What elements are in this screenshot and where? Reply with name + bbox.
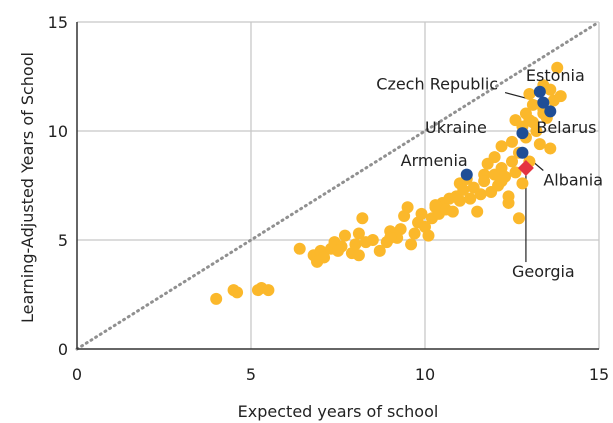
highlight-point [537, 96, 550, 109]
reference-line [75, 20, 601, 351]
data-point [506, 155, 518, 168]
data-point [210, 292, 223, 305]
y-axis-title: Learning-Adjusted Years of School [18, 52, 37, 323]
data-point [338, 229, 351, 242]
annotation-label: Armenia [401, 151, 468, 170]
data-point [262, 284, 275, 297]
data-point [544, 83, 557, 96]
annotation-label: Belarus [536, 118, 596, 137]
highlight-point [516, 146, 529, 159]
data-point [408, 227, 421, 240]
data-point [415, 207, 428, 220]
data-point [516, 177, 529, 190]
axes [76, 22, 599, 350]
data-point [471, 205, 484, 218]
data-points [210, 61, 567, 305]
data-point [551, 61, 564, 74]
x-tick-label: 0 [72, 365, 82, 384]
y-tick-label: 15 [48, 13, 68, 32]
annotation-label: Ukraine [425, 118, 487, 137]
data-point [495, 175, 508, 188]
data-point [526, 98, 539, 111]
data-point [422, 229, 435, 242]
grid-lines [77, 21, 600, 349]
data-point [373, 244, 386, 257]
data-point [502, 190, 515, 203]
data-point [394, 223, 407, 236]
data-point [405, 238, 418, 251]
data-point [509, 166, 522, 179]
highlight-point [460, 168, 473, 181]
data-point [352, 249, 365, 262]
data-point [554, 90, 567, 103]
annotation-label: Georgia [512, 262, 575, 281]
data-point [429, 199, 442, 212]
data-point [366, 234, 379, 246]
x-tick-label: 5 [246, 365, 256, 384]
data-point [311, 255, 324, 268]
y-tick-label: 0 [58, 340, 68, 359]
data-point [478, 175, 491, 188]
data-point [464, 192, 477, 205]
data-point [401, 201, 414, 214]
data-point [384, 231, 397, 244]
data-point [356, 212, 369, 225]
georgia-point [517, 160, 534, 177]
data-point [509, 114, 522, 127]
data-point [523, 87, 536, 100]
data-point [349, 238, 362, 251]
data-point [495, 140, 508, 153]
y-tick-label: 10 [48, 122, 68, 141]
data-point [231, 286, 244, 299]
reference-line-group [75, 20, 601, 351]
data-point [533, 138, 546, 151]
annotation-label: Czech Republic [376, 75, 498, 94]
highlight-point [544, 105, 557, 118]
data-point [488, 151, 501, 164]
data-point [506, 135, 518, 148]
data-point [526, 116, 539, 129]
data-point [352, 227, 365, 240]
highlight-point [533, 85, 546, 98]
y-tick-label: 5 [58, 231, 68, 250]
data-point [474, 188, 487, 201]
x-axis-title: Expected years of school [238, 402, 439, 421]
x-tick-label: 10 [415, 365, 435, 384]
x-tick-label: 15 [589, 365, 609, 384]
annotation-label: Albania [543, 171, 603, 190]
annotation-label: Estonia [526, 66, 585, 85]
data-point [453, 194, 466, 207]
highlight-point [516, 127, 529, 140]
data-point [293, 242, 306, 255]
data-point [332, 244, 344, 257]
data-point [512, 212, 525, 225]
data-point [446, 205, 459, 218]
tick-labels: 0 5 10 15 0 5 10 15 [48, 13, 610, 384]
data-point [544, 142, 557, 155]
data-point [457, 183, 470, 196]
